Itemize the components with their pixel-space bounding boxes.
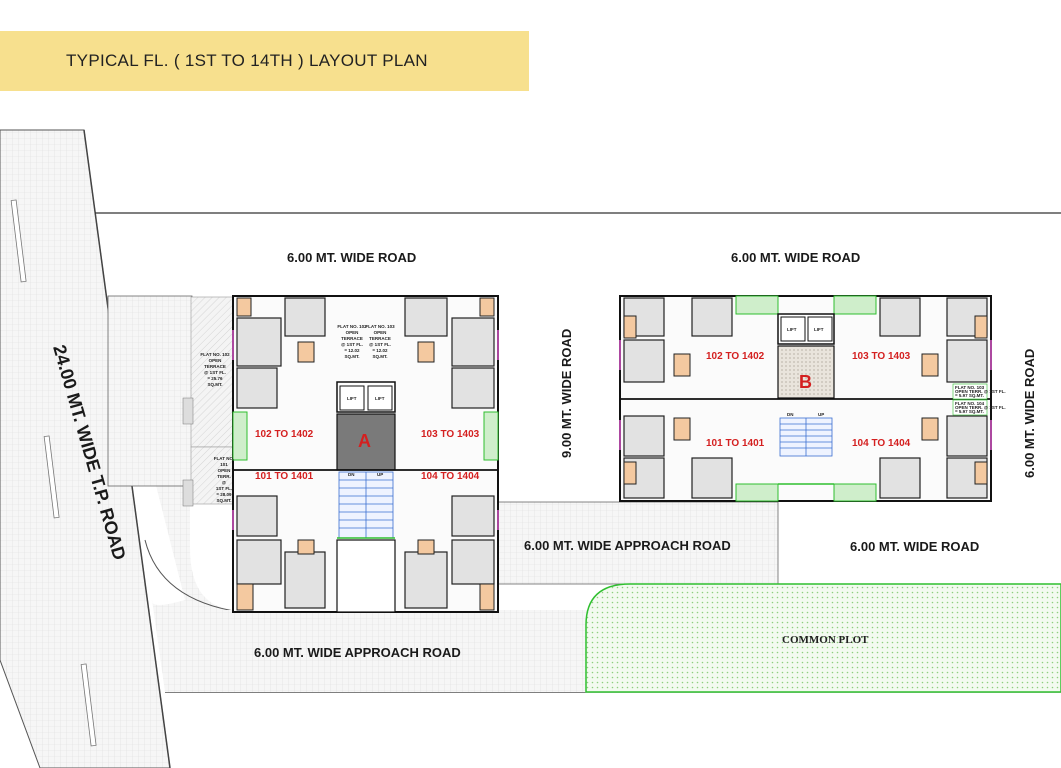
road-label-top-right: 6.00 MT. WIDE ROAD [731,250,860,265]
block-b-stairs [779,417,833,457]
road-label-right-vertical: 6.00 MT. WIDE ROAD [1022,349,1037,478]
svg-text:FLAT NO.: FLAT NO. [214,456,234,461]
svg-text:FLAT NO. 103: FLAT NO. 103 [365,324,395,329]
block-a-stairs [338,471,394,539]
svg-text:= 28.09: = 28.09 [216,492,232,497]
svg-text:= 12.02: = 12.02 [372,348,388,353]
block-a-stair-up: UP [377,472,383,477]
svg-text:@ 1ST FL.: @ 1ST FL. [369,342,391,347]
block-a-terrace-note-3: FLAT NO. 103 OPEN TERRACE @ 1ST FL. = 12… [365,324,395,359]
road-label-bottom-right: 6.00 MT. WIDE ROAD [850,539,979,554]
block-b-stair-up: UP [818,412,824,417]
svg-text:@ 1ST FL.: @ 1ST FL. [204,370,226,375]
block-b-label: B [799,372,812,392]
svg-text:OPEN: OPEN [218,468,231,473]
svg-text:TERR.: TERR. [217,474,231,479]
road-label-top-left: 6.00 MT. WIDE ROAD [287,250,416,265]
svg-text:SQ.MT.: SQ.MT. [216,498,231,503]
side-paving [107,295,193,487]
block-b-lift-2: LIFT [814,327,824,332]
block-a-lift-2: LIFT [375,396,385,401]
block-a-terrace-note-4: FLAT NO. 101 OPEN TERR. @ 1ST FL. = 28.0… [214,456,234,503]
svg-text:OPEN TERR. @ 1ST FL.: OPEN TERR. @ 1ST FL. [955,389,1006,394]
block-a-core [336,413,396,471]
road-label-approach-bottom: 6.00 MT. WIDE APPROACH ROAD [254,645,461,660]
svg-text:SQ.MT.: SQ.MT. [372,354,387,359]
title-banner: TYPICAL FL. ( 1ST TO 14TH ) LAYOUT PLAN [0,31,529,91]
svg-text:TERRACE: TERRACE [341,336,363,341]
svg-text:OPEN: OPEN [374,330,387,335]
svg-text:@: @ [222,480,227,485]
svg-text:SQ.MT.: SQ.MT. [344,354,359,359]
svg-text:= 25.76: = 25.76 [207,376,223,381]
block-b-unit-101: 101 TO 1401 [706,438,765,449]
main-road [0,129,171,768]
block-a-unit-104: 104 TO 1404 [421,471,480,482]
svg-text:TERRACE: TERRACE [204,364,226,369]
block-b-terrace-note-2: FLAT NO. 104 OPEN TERR. @ 1ST FL. = 5.97… [952,399,1006,416]
svg-text:OPEN TERR. @ 1ST FL.: OPEN TERR. @ 1ST FL. [955,405,1006,410]
block-b-stair-dn: DN [787,412,794,417]
block-a-unit-101: 101 TO 1401 [255,471,314,482]
block-a-unit-103: 103 TO 1403 [421,429,480,440]
lane-markings [10,199,97,747]
block-b-lift-1: LIFT [787,327,797,332]
block-a-terrace-note-2: FLAT NO. 102 OPEN TERRACE @ 1ST FL. = 12… [337,324,367,359]
road-label-approach-middle: 6.00 MT. WIDE APPROACH ROAD [524,538,731,553]
road-label-middle-vertical: 9.00 MT. WIDE ROAD [559,329,574,458]
common-plot [585,583,1061,693]
svg-text:TERRACE: TERRACE [369,336,391,341]
block-b [619,295,992,502]
block-a-stair-dn: DN [348,472,355,477]
svg-text:FLAT NO. 104: FLAT NO. 104 [955,401,985,406]
svg-text:SQ.MT.: SQ.MT. [207,382,222,387]
block-b-unit-104: 104 TO 1404 [852,438,911,449]
block-b-core [777,345,835,399]
block-a-lift-1: LIFT [347,396,357,401]
svg-text:FLAT NO. 102: FLAT NO. 102 [200,352,230,357]
block-b-terrace-note-1: FLAT NO. 103 OPEN TERR. @ 1ST FL. = 5.97… [952,383,1006,400]
svg-text:1ST FL.: 1ST FL. [216,486,232,491]
approach-road-bottom-surface [165,610,590,692]
block-b-unit-102: 102 TO 1402 [706,351,765,362]
block-a [232,295,499,613]
svg-text:@ 1ST FL.: @ 1ST FL. [341,342,363,347]
common-plot-label: COMMON PLOT [782,634,869,646]
svg-text:FLAT NO. 103: FLAT NO. 103 [955,385,985,390]
block-a-unit-102: 102 TO 1402 [255,429,314,440]
page-title: TYPICAL FL. ( 1ST TO 14TH ) LAYOUT PLAN [66,51,428,70]
svg-text:= 5.97 SQ.MT.: = 5.97 SQ.MT. [955,409,984,414]
block-a-label: A [358,431,371,451]
svg-text:= 5.97 SQ.MT.: = 5.97 SQ.MT. [955,393,984,398]
block-a-terrace-note-1: FLAT NO. 102 OPEN TERRACE @ 1ST FL. = 25… [200,352,230,387]
svg-text:OPEN: OPEN [346,330,359,335]
svg-text:OPEN: OPEN [209,358,222,363]
block-b-unit-103: 103 TO 1403 [852,351,911,362]
svg-text:101: 101 [220,462,228,467]
svg-text:FLAT NO. 102: FLAT NO. 102 [337,324,367,329]
svg-text:= 12.02: = 12.02 [344,348,360,353]
